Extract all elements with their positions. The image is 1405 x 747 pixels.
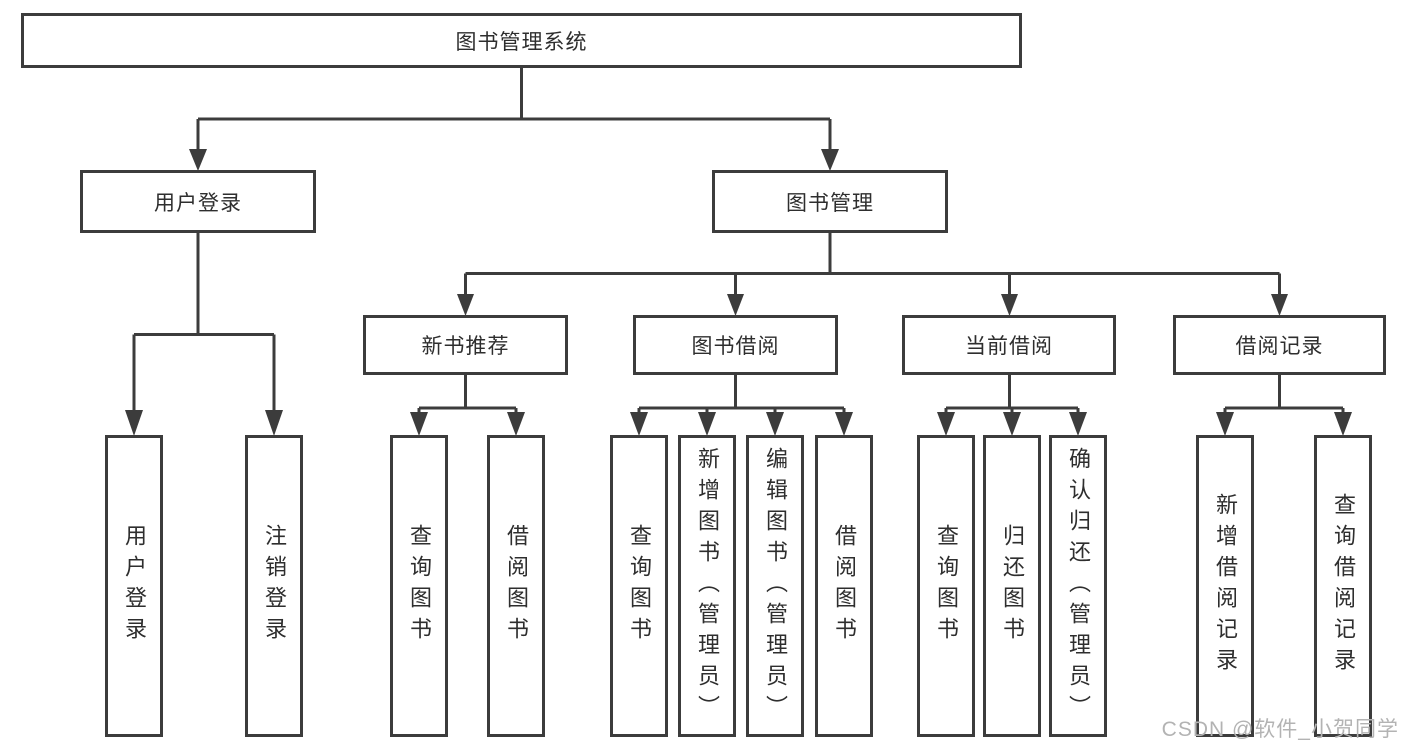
arrowhead-leaf-edit-books [766, 412, 784, 436]
leaf-label: 查询图书 [627, 524, 652, 648]
node-label: 用户登录 [154, 191, 242, 215]
arrowhead-current-borrow [1001, 294, 1018, 316]
leaf-label: 归还图书 [1000, 524, 1025, 648]
leaf-query-borrow-record: 查询借阅记录 [1314, 435, 1372, 737]
connector-borrow-records-to-leaves [1223, 375, 1345, 413]
node-label: 借阅记录 [1235, 335, 1324, 358]
arrowhead-new-book-recommend [457, 294, 474, 316]
leaf-confirm-return-admin: 确认归还（管理员） [1049, 435, 1107, 737]
arrowhead-user-login [189, 149, 207, 171]
leaf-label: 新增图书（管理员） [695, 446, 720, 726]
leaf-label: 注销登录 [262, 524, 287, 648]
arrowhead-leaf-borrow-books-1 [507, 412, 525, 436]
leaf-borrow-books-2: 借阅图书 [815, 435, 873, 737]
node-borrow-records: 借阅记录 [1173, 315, 1386, 375]
leaf-query-books-3: 查询图书 [917, 435, 975, 737]
leaf-logout: 注销登录 [245, 435, 303, 737]
leaf-return-books: 归还图书 [983, 435, 1041, 737]
arrowhead-leaf-add-books [698, 412, 716, 436]
arrowhead-leaf-query-books-2 [630, 412, 648, 436]
leaf-query-books-1: 查询图书 [390, 435, 448, 737]
node-label: 图书管理系统 [455, 30, 588, 54]
leaf-query-books-2: 查询图书 [610, 435, 668, 737]
arrowhead-leaf-confirm-return [1069, 412, 1087, 436]
leaf-add-borrow-record: 新增借阅记录 [1196, 435, 1254, 737]
connector-current-borrow-to-leaves [944, 375, 1080, 413]
arrowhead-leaf-logout [265, 410, 283, 436]
node-new-book-recommend: 新书推荐 [363, 315, 568, 375]
csdn-watermark: CSDN @软件_小贺同学 [1161, 718, 1399, 741]
connector-book-borrow-to-leaves [637, 375, 846, 413]
arrowhead-leaf-query-record [1334, 412, 1352, 436]
arrowhead-leaf-return-books [1003, 412, 1021, 436]
leaf-label: 新增借阅记录 [1213, 493, 1238, 679]
leaf-label: 借阅图书 [832, 524, 857, 648]
leaf-label: 查询图书 [934, 524, 959, 648]
leaf-borrow-books-1: 借阅图书 [487, 435, 545, 737]
node-label: 图书管理 [786, 191, 874, 215]
arrowhead-book-management [821, 149, 839, 171]
node-label: 图书借阅 [691, 335, 780, 358]
leaf-edit-books-admin: 编辑图书（管理员） [746, 435, 804, 737]
leaf-label: 借阅图书 [504, 524, 529, 648]
arrowhead-leaf-borrow-books-2 [835, 412, 853, 436]
arrowhead-leaf-query-books-3 [937, 412, 955, 436]
arrowhead-leaf-user-login [125, 410, 143, 436]
leaf-label: 确认归还（管理员） [1066, 446, 1091, 726]
arrowhead-book-borrow [727, 294, 744, 316]
leaf-label: 用户登录 [122, 524, 147, 648]
node-label: 新书推荐 [421, 335, 510, 358]
node-book-borrow: 图书借阅 [633, 315, 838, 375]
leaf-user-login: 用户登录 [105, 435, 163, 737]
connector-user-login-to-leaves [132, 233, 276, 411]
arrowhead-leaf-query-books-1 [410, 412, 428, 436]
arrowhead-borrow-records [1271, 294, 1288, 316]
leaf-label: 查询图书 [407, 524, 432, 648]
leaf-label: 编辑图书（管理员） [763, 446, 788, 726]
connector-new-book-recommend-to-leaves [417, 375, 518, 413]
arrowhead-leaf-add-record [1216, 412, 1234, 436]
leaf-add-books-admin: 新增图书（管理员） [678, 435, 736, 737]
node-book-management: 图书管理 [712, 170, 948, 233]
connector-root-to-level2 [196, 68, 832, 150]
leaf-label: 查询借阅记录 [1331, 493, 1356, 679]
node-user-login: 用户登录 [80, 170, 316, 233]
node-label: 当前借阅 [965, 335, 1053, 358]
node-current-borrow: 当前借阅 [902, 315, 1116, 375]
connector-book-management-to-level3 [464, 233, 1281, 294]
node-library-management-system: 图书管理系统 [21, 13, 1022, 68]
